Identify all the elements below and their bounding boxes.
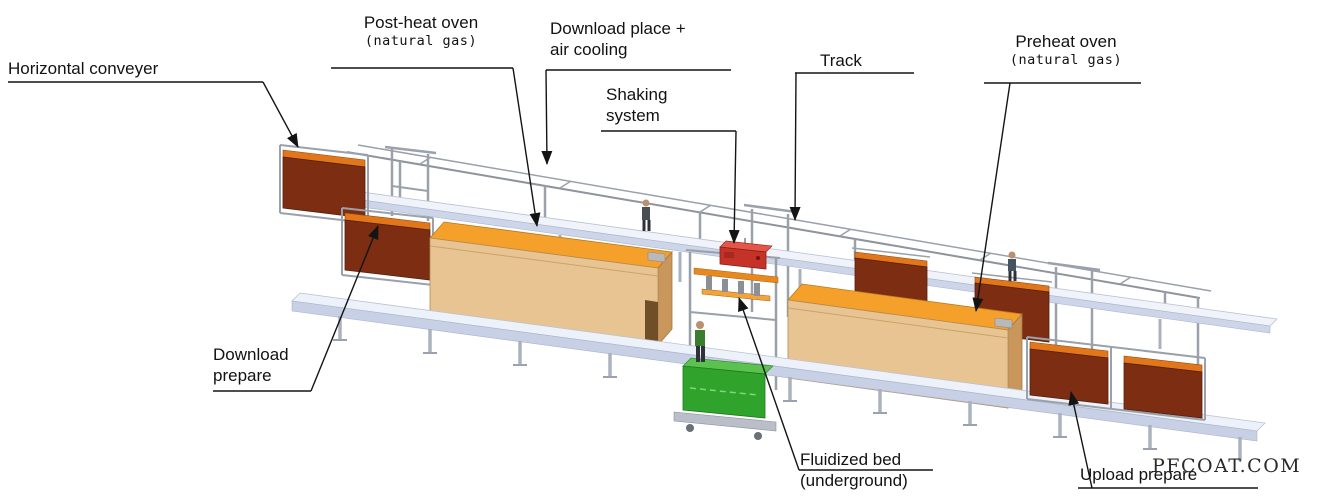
label-text: Shaking [606,85,668,104]
label-subtext: (natural gas) [1009,52,1123,69]
label-fluidized-bed: Fluidized bed (underground) [800,449,908,492]
worker-figure-left [642,199,651,231]
label-shaking-system: Shaking system [606,84,667,127]
label-text: Preheat oven [1015,32,1117,51]
label-text: air cooling [550,40,628,60]
label-upload-prepare: Upload prepare [1080,464,1197,485]
upload-station-panels [1026,336,1206,421]
front-platform [291,292,1266,461]
label-text: prepare [213,366,272,386]
label-text: Upload prepare [1080,465,1198,484]
leader-lines [8,67,1258,489]
label-text: (underground) [800,471,908,491]
label-text: Fluidized bed [800,450,902,469]
worker-figure-right [1008,251,1017,281]
label-horizontal-conveyer: Horizontal conveyer [8,58,158,79]
shaking-system-machine [719,240,773,270]
label-download-prepare: Download prepare [213,344,289,387]
label-track: Track [820,50,862,71]
fluidized-bed [673,357,777,440]
worker-figure-center [695,321,705,362]
label-post-heat-oven: Post-heat oven (natural gas) [328,12,514,50]
label-text: Download place + [550,19,686,38]
watermark-text: PFCOAT.COM [1152,455,1302,477]
label-text: Track [820,51,862,70]
download-prepare-station [341,207,434,286]
label-text: Post-heat oven [363,13,479,32]
label-text: Horizontal conveyer [8,59,159,78]
hanging-carousel [693,267,779,302]
label-text: Download [213,345,289,364]
label-preheat-oven: Preheat oven (natural gas) [986,31,1146,69]
label-download-place: Download place + air cooling [550,18,686,61]
label-subtext: (natural gas) [364,33,478,50]
label-text: system [606,106,660,126]
horizontal-conveyer-panel [279,144,369,224]
